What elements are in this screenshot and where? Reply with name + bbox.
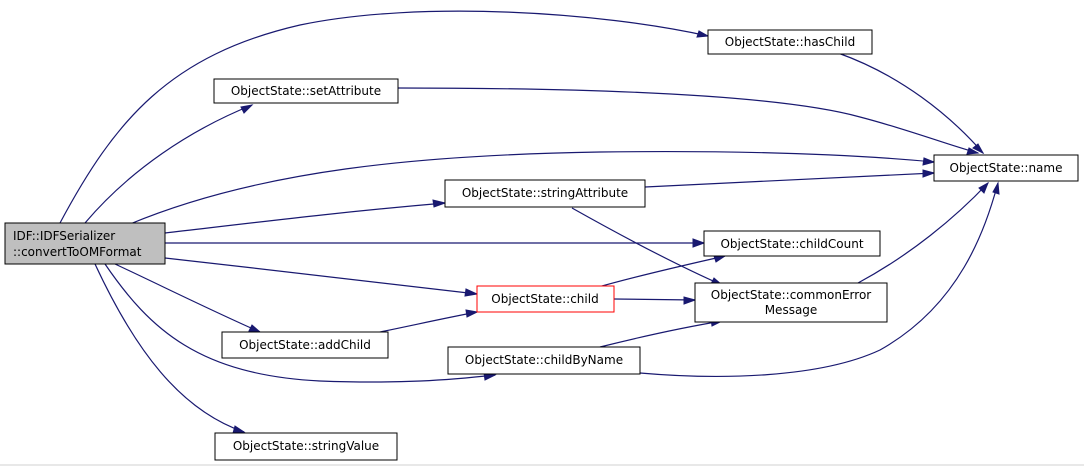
node-add-child-label: ObjectState::addChild xyxy=(239,338,371,352)
edge-has-child-to-name-arrowhead xyxy=(972,143,985,155)
node-idf-serializer-convert-to-om-format[interactable]: IDF::IDFSerializer ::convertToOMFormat xyxy=(4,222,166,265)
node-string-value-box xyxy=(214,432,398,461)
edge-root-to-string-attribute xyxy=(164,202,446,234)
node-has-child-box xyxy=(707,29,873,55)
edge-child-by-name-to-name xyxy=(639,182,999,378)
edge-string-attribute-to-name xyxy=(644,172,935,188)
edge-root-to-string-attribute-arrowhead xyxy=(432,199,447,208)
node-child-box xyxy=(476,285,615,313)
edge-root-to-child xyxy=(164,257,478,295)
edge-root-to-has-child xyxy=(59,10,709,224)
node-name-box xyxy=(933,154,1079,182)
edge-child-to-child-count-arrowhead xyxy=(713,255,727,263)
node-name-label: ObjectState::name xyxy=(950,161,1063,175)
node-root-label-line-2: ::convertToOMFormat xyxy=(13,245,142,259)
node-set-attribute[interactable]: ObjectState::setAttribute xyxy=(213,78,399,104)
edge-root-to-child-count-arrowhead xyxy=(692,238,706,248)
node-name[interactable]: ObjectState::name xyxy=(933,154,1079,182)
edge-root-to-child-by-name xyxy=(104,263,496,383)
edge-child-by-name-to-name-arrowhead xyxy=(992,181,1000,195)
node-common-error-message[interactable]: ObjectState::commonError Message xyxy=(694,282,888,323)
edge-set-attribute-to-name xyxy=(397,87,979,154)
edge-child-to-common-error-message xyxy=(613,298,696,301)
edge-root-to-name xyxy=(129,150,935,225)
edge-root-to-name-arrowhead xyxy=(922,157,936,166)
node-child-count[interactable]: ObjectState::childCount xyxy=(703,230,881,257)
node-child[interactable]: ObjectState::child xyxy=(476,285,615,313)
node-child-count-box xyxy=(703,230,881,257)
node-string-value-label: ObjectState::stringValue xyxy=(233,439,379,453)
edge-add-child-to-child-arrowhead xyxy=(465,309,479,318)
node-set-attribute-label: ObjectState::setAttribute xyxy=(231,84,381,98)
edge-common-error-message-to-name xyxy=(857,182,989,284)
node-child-label: ObjectState::child xyxy=(491,292,598,306)
edge-child-to-common-error-message-arrowhead xyxy=(683,296,697,305)
edge-add-child-to-child xyxy=(369,311,478,335)
edge-has-child-to-name xyxy=(837,52,984,154)
edge-root-to-string-value xyxy=(94,263,245,433)
node-string-value[interactable]: ObjectState::stringValue xyxy=(214,432,398,461)
edge-root-to-has-child-arrowhead xyxy=(696,30,710,38)
call-edges xyxy=(59,10,1000,434)
node-child-by-name-label: ObjectState::childByName xyxy=(465,353,623,367)
node-common-error-message-label-line-2: Message xyxy=(765,303,818,317)
node-add-child[interactable]: ObjectState::addChild xyxy=(221,331,389,359)
node-child-by-name[interactable]: ObjectState::childByName xyxy=(447,346,641,375)
node-common-error-message-label-line-1: ObjectState::commonError xyxy=(711,288,872,302)
function-nodes: IDF::IDFSerializer ::convertToOMFormat O… xyxy=(4,29,1079,461)
bottom-rule xyxy=(0,464,1084,466)
edge-root-to-set-attribute xyxy=(84,104,253,224)
node-string-attribute-label: ObjectState::stringAttribute xyxy=(462,186,628,200)
node-string-attribute-box xyxy=(444,179,646,208)
node-root-box xyxy=(4,222,166,265)
edge-root-to-set-attribute-arrowhead xyxy=(240,104,254,114)
node-common-error-message-box xyxy=(694,282,888,323)
node-has-child-label: ObjectState::hasChild xyxy=(725,35,855,49)
edge-common-error-message-to-name-arrowhead xyxy=(978,181,989,194)
edge-child-to-child-count xyxy=(594,255,726,289)
edge-string-attribute-to-name-arrowhead xyxy=(922,169,936,178)
node-child-by-name-box xyxy=(447,346,641,375)
edge-set-attribute-to-name-arrowhead xyxy=(966,147,980,155)
node-set-attribute-box xyxy=(213,78,399,104)
node-add-child-box xyxy=(221,331,389,359)
edge-string-attribute-to-common-error-message xyxy=(571,207,723,286)
edge-root-to-child-arrowhead xyxy=(464,288,479,297)
edge-root-to-string-value-arrowhead xyxy=(232,425,246,434)
node-child-count-label: ObjectState::childCount xyxy=(720,237,863,251)
node-root-label-line-1: IDF::IDFSerializer xyxy=(13,229,115,243)
node-has-child[interactable]: ObjectState::hasChild xyxy=(707,29,873,55)
edge-root-to-add-child-arrowhead xyxy=(248,324,262,333)
edge-root-to-add-child xyxy=(114,263,261,333)
node-string-attribute[interactable]: ObjectState::stringAttribute xyxy=(444,179,646,208)
edge-child-by-name-to-common-error-message xyxy=(599,320,723,348)
